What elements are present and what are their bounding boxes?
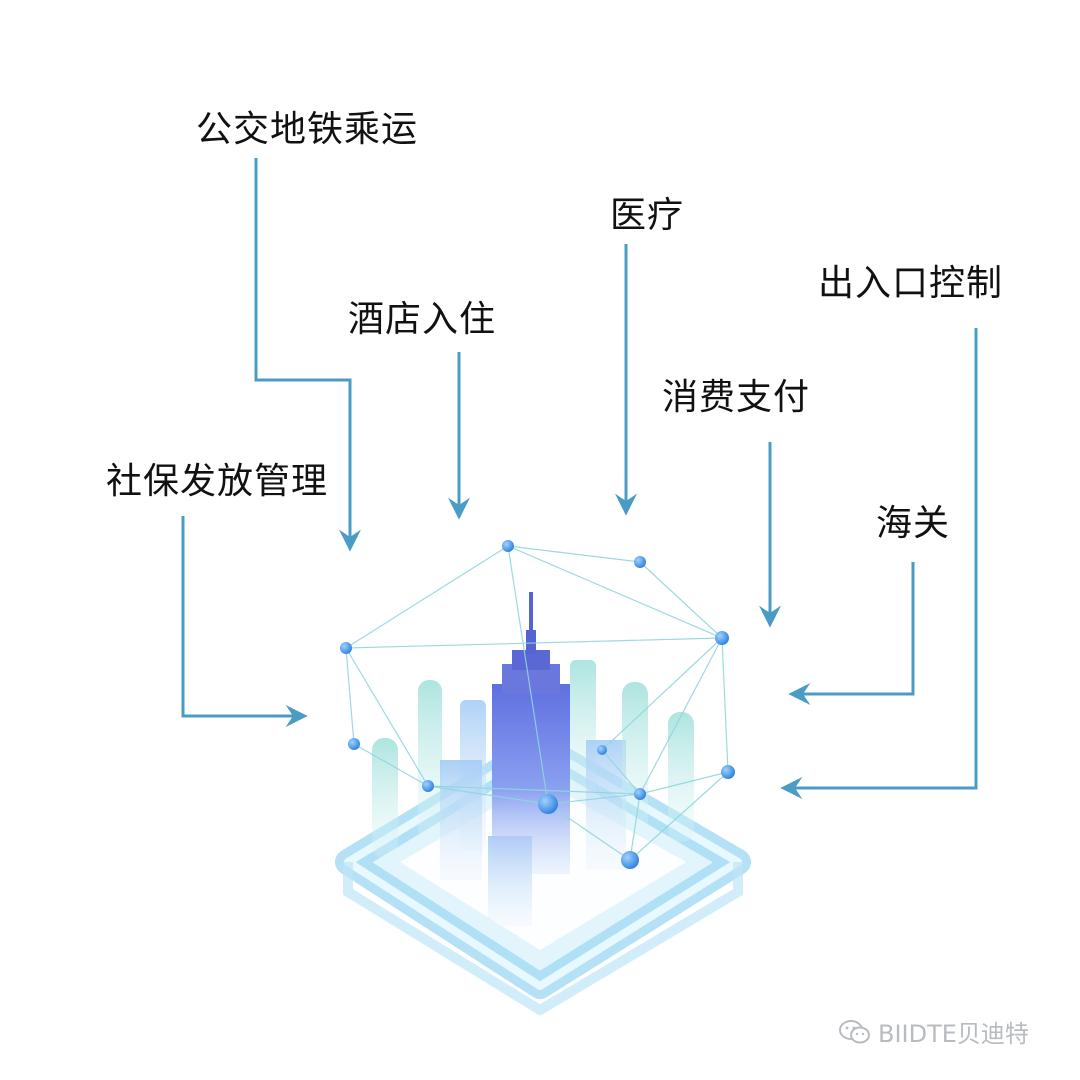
arrow-social bbox=[181, 516, 308, 727]
network-node bbox=[348, 738, 360, 750]
network-node bbox=[634, 788, 646, 800]
central-tower bbox=[492, 684, 570, 874]
label-social-security: 社保发放管理 bbox=[106, 461, 329, 502]
network-node bbox=[715, 631, 729, 645]
watermark: BIIDTE贝迪特 bbox=[838, 1014, 1029, 1049]
wechat-icon bbox=[839, 1019, 870, 1043]
buildings bbox=[372, 592, 694, 926]
label-customs: 海关 bbox=[876, 503, 951, 544]
network-node bbox=[340, 642, 352, 654]
network-node bbox=[502, 540, 514, 552]
arrow-transit bbox=[254, 158, 361, 552]
network-node bbox=[597, 745, 607, 755]
network-node bbox=[721, 765, 735, 779]
label-medical: 医疗 bbox=[610, 195, 685, 236]
label-payment: 消费支付 bbox=[662, 377, 811, 418]
label-access-control: 出入口控制 bbox=[818, 263, 1004, 304]
connector-arrows bbox=[181, 158, 978, 799]
label-transit: 公交地铁乘运 bbox=[196, 109, 419, 150]
network-nodes bbox=[340, 540, 735, 869]
watermark-text: BIIDTE贝迪特 bbox=[878, 1020, 1029, 1048]
network-lines bbox=[345, 545, 729, 861]
label-hotel: 酒店入住 bbox=[348, 299, 497, 340]
network-node bbox=[422, 780, 434, 792]
arrow-customs bbox=[788, 562, 915, 705]
network-node bbox=[621, 851, 639, 869]
network-node bbox=[634, 556, 646, 568]
arrow-access bbox=[780, 328, 978, 799]
network-node bbox=[538, 794, 558, 814]
